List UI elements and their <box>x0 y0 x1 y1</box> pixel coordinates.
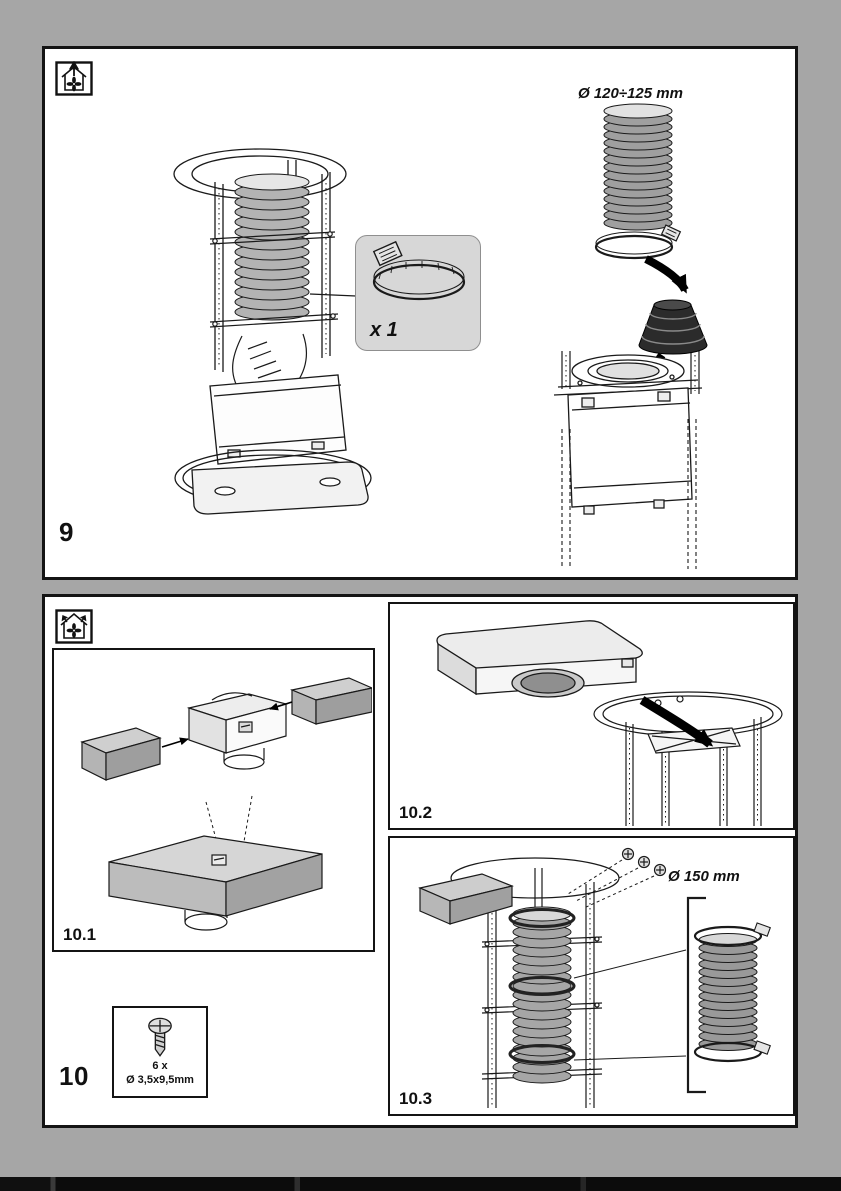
air-recirculation-icon <box>55 609 93 644</box>
substep-10-3-number: 10.3 <box>399 1089 433 1108</box>
hose-clamp-icon <box>372 240 466 301</box>
air-extraction-icon-svg <box>55 61 93 96</box>
step-9-number: 9 <box>59 517 74 547</box>
substep-10-2-box: 10.2 <box>388 602 795 830</box>
substep-10-1-box: 10.1 <box>52 648 375 952</box>
air-extraction-icon <box>55 61 93 96</box>
step-9-panel: Ø 120÷125 mm <box>42 46 798 580</box>
screw-icon <box>148 1017 172 1058</box>
screw-dimensions-label: Ø 3,5x9,5mm <box>126 1074 194 1086</box>
scan-edge-artifact <box>0 1177 841 1191</box>
duct-diameter-label-10-3: Ø 150 mm <box>668 868 740 885</box>
substep-10-1-number: 10.1 <box>63 925 97 944</box>
exploded-chimney-drawing <box>173 148 372 515</box>
junction-assembly-drawing <box>80 677 372 931</box>
step-10-panel: 10.1 <box>42 594 798 1128</box>
clamp-quantity-label: x 1 <box>370 319 398 341</box>
substep-10-2-number: 10.2 <box>399 803 433 822</box>
hose-connection-drawing <box>418 847 771 1108</box>
air-recirculation-icon-svg <box>55 609 93 644</box>
duct-diameter-label-9: Ø 120÷125 mm <box>578 85 683 102</box>
screw-spec-box: 6 x Ø 3,5x9,5mm <box>112 1006 208 1098</box>
step-10-number: 10 <box>59 1061 89 1091</box>
plenum-mounting-drawing <box>436 620 783 826</box>
substep-10-3-box: Ø 150 mm 10.3 <box>388 836 795 1116</box>
duct-installation-drawing <box>553 103 708 569</box>
screw-quantity-label: 6 x <box>152 1060 168 1073</box>
hose-clamp-callout: x 1 <box>355 235 481 351</box>
